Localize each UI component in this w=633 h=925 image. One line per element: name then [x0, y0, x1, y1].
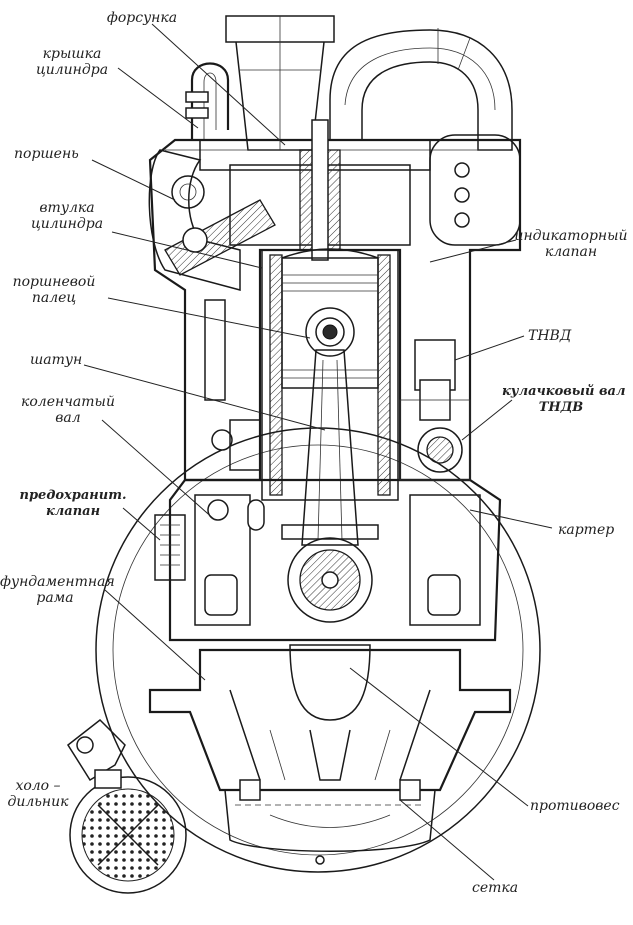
- label-injector: форсунка: [106, 10, 178, 26]
- cylinder-liner: [261, 249, 399, 501]
- piston: [281, 248, 379, 389]
- label-crankshaft: коленчатый вал: [21, 394, 115, 426]
- label-connecting-rod: шатун: [30, 352, 83, 368]
- label-counterweight: противовес: [530, 798, 620, 814]
- left-air-duct: [148, 149, 276, 291]
- inlet-pipe: [185, 62, 230, 140]
- label-camshaft: кулачковый вал ТНДВ: [502, 384, 626, 415]
- label-cylinder-cover: крышка цилиндра: [35, 46, 109, 78]
- fuel-pump-assembly: [399, 339, 471, 481]
- engine-block: [148, 119, 522, 482]
- exhaust-manifold: [329, 28, 513, 151]
- safety-valve-body: [154, 514, 186, 581]
- label-piston-pin: поршневой палец: [12, 274, 96, 306]
- foundation-frame: [148, 644, 512, 792]
- label-screen: сетка: [472, 880, 519, 896]
- label-piston: поршень: [14, 146, 79, 162]
- label-crankcase: картер: [558, 522, 615, 538]
- label-cooler: холо – дильник: [7, 778, 69, 810]
- label-safety-valve: предохранит. клапан: [19, 488, 127, 519]
- right-head-chamber: [429, 134, 521, 246]
- crankshaft: [281, 524, 379, 623]
- left-crank-side: [204, 299, 261, 471]
- label-indicator-valve: индикаторный клапан: [514, 228, 628, 260]
- leader-lines: [83, 23, 553, 881]
- piston-pin: [305, 307, 355, 357]
- oil-pan: [224, 779, 436, 865]
- label-foundation-frame: фундаментная рама: [0, 574, 115, 606]
- label-hp-fuel-pump: ТНВД: [528, 328, 572, 344]
- cooler-unit: [67, 719, 187, 894]
- label-cylinder-liner: втулка цилиндра: [30, 200, 104, 232]
